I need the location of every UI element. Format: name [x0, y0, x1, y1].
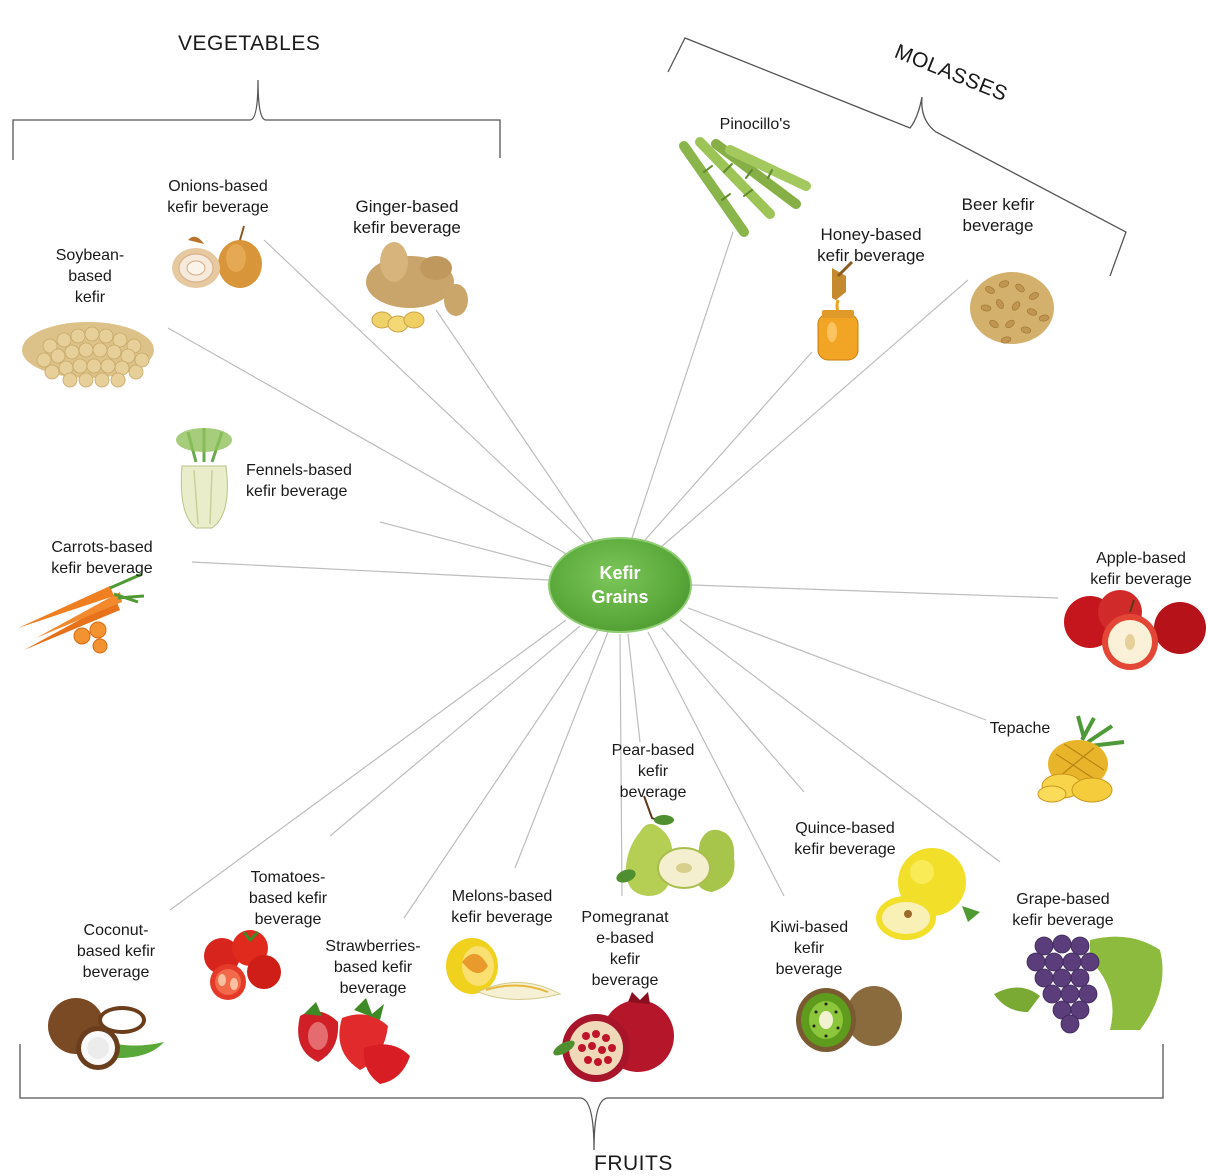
label-pinocillo: Pinocillo's	[719, 116, 791, 133]
label-carrots: Carrots-based kefir beverage	[51, 539, 153, 577]
sugarcane-icon	[679, 137, 811, 237]
label-grape: Grape-based kefir beverage	[1012, 891, 1114, 929]
barley-grain-icon	[970, 272, 1054, 344]
fennel-icon	[176, 428, 232, 529]
label-melons: Melons-based kefir beverage	[451, 888, 553, 926]
label-coconut: Coconut- based kefir beverage	[76, 922, 156, 981]
label-beer: Beer kefir beverage	[961, 195, 1035, 235]
connector-coconut	[169, 619, 567, 911]
ginger-icon	[366, 242, 468, 333]
honey-icon	[817, 260, 859, 361]
pomegranate-icon	[553, 992, 674, 1082]
connector-soybean	[167, 327, 571, 557]
label-tepache: Tepache	[989, 720, 1051, 737]
label-pomegranate: Pomegranat e-based kefir beverage	[581, 909, 669, 989]
connector-melons	[514, 631, 609, 869]
vegetables-bracket	[12, 79, 501, 160]
connector-ginger	[435, 309, 597, 546]
kefir-grains-hub: Kefir Grains	[548, 537, 692, 633]
label-quince: Quince-based kefir beverage	[794, 820, 896, 858]
label-strawberries: Strawberries- based kefir beverage	[325, 938, 421, 997]
label-ginger: Ginger-based kefir beverage	[353, 197, 461, 237]
label-honey: Honey-based kefir beverage	[817, 225, 925, 265]
connector-carrots	[191, 561, 550, 581]
carrot-icon	[18, 572, 145, 654]
fruits-group-title: FRUITS	[594, 1152, 673, 1175]
connector-tomatoes	[329, 625, 581, 837]
connector-apple	[691, 584, 1059, 599]
fruits-bracket	[19, 1044, 1164, 1151]
grape-icon	[994, 934, 1163, 1034]
molasses-bracket	[667, 37, 1127, 277]
label-fennels: Fennels-based kefir beverage	[246, 462, 352, 500]
connector-grape	[679, 619, 1001, 863]
connector-honey	[644, 351, 813, 541]
label-kiwi: Kiwi-based kefir beverage	[769, 919, 849, 978]
connector-kiwi	[647, 631, 785, 897]
label-apple: Apple-based kefir beverage	[1090, 550, 1192, 588]
quince-icon	[876, 848, 980, 940]
strawberry-icon	[298, 998, 410, 1084]
connector-lines	[167, 231, 1059, 919]
connector-strawberries	[403, 629, 599, 919]
connector-tepache	[687, 607, 987, 721]
connector-quince	[661, 627, 805, 793]
label-tomatoes: Tomatoes- based kefir beverage	[248, 869, 328, 928]
vegetables-group-title: VEGETABLES	[178, 32, 321, 55]
pineapple-icon	[1037, 715, 1125, 803]
label-onions: Onions-based kefir beverage	[167, 178, 269, 216]
connector-onions	[263, 239, 591, 549]
label-pear: Pear-based kefir beverage	[611, 742, 695, 801]
pear-icon	[616, 795, 735, 896]
label-soybean: Soybean- based kefir	[55, 247, 125, 306]
connector-beer	[659, 279, 969, 549]
coconut-icon	[48, 998, 164, 1070]
hub-label: Kefir Grains	[591, 563, 649, 607]
onion-icon	[172, 225, 262, 288]
connector-pomegranate	[619, 633, 623, 897]
apple-icon	[1064, 590, 1206, 670]
kiwi-icon	[796, 986, 902, 1052]
connector-pinocillo	[631, 231, 734, 539]
connector-fennels	[379, 521, 553, 568]
melon-icon	[446, 938, 562, 1000]
soybean-icon	[22, 322, 154, 388]
connector-pear	[627, 633, 641, 743]
tomato-icon	[204, 930, 281, 1000]
